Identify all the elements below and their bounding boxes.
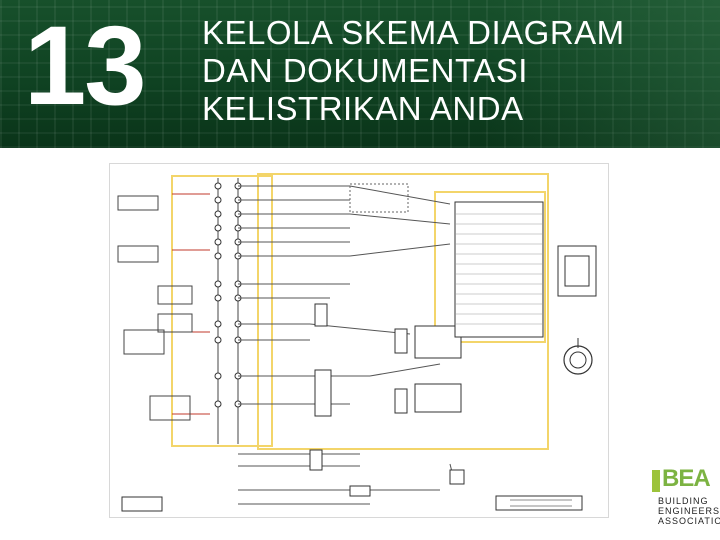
logo-line-association: ASSOCIATION bbox=[658, 516, 720, 526]
slide-title: KELOLA SKEMA DIAGRAM DAN DOKUMENTASI KEL… bbox=[202, 14, 702, 128]
bea-logo-text: BEA bbox=[662, 465, 711, 492]
bea-logo: BEA BUILDING ENGINEERS ASSOCIATION bbox=[652, 466, 720, 526]
header-gradient bbox=[480, 0, 720, 148]
slide-header: 13 KELOLA SKEMA DIAGRAM DAN DOKUMENTASI … bbox=[0, 0, 720, 148]
slide-title-line-3: KELISTRIKAN ANDA bbox=[202, 90, 524, 127]
bea-logo-mark: BEA bbox=[652, 466, 714, 492]
bea-logo-badge bbox=[652, 470, 660, 492]
wiring-schematic bbox=[109, 163, 609, 518]
slide-title-line-2: DAN DOKUMENTASI bbox=[202, 52, 528, 89]
slide-title-line-1: KELOLA SKEMA DIAGRAM bbox=[202, 14, 625, 51]
slide-number: 13 bbox=[24, 3, 147, 128]
logo-line-engineers: ENGINEERS bbox=[658, 506, 720, 516]
building-background bbox=[0, 0, 720, 148]
logo-line-building: BUILDING bbox=[658, 496, 709, 506]
